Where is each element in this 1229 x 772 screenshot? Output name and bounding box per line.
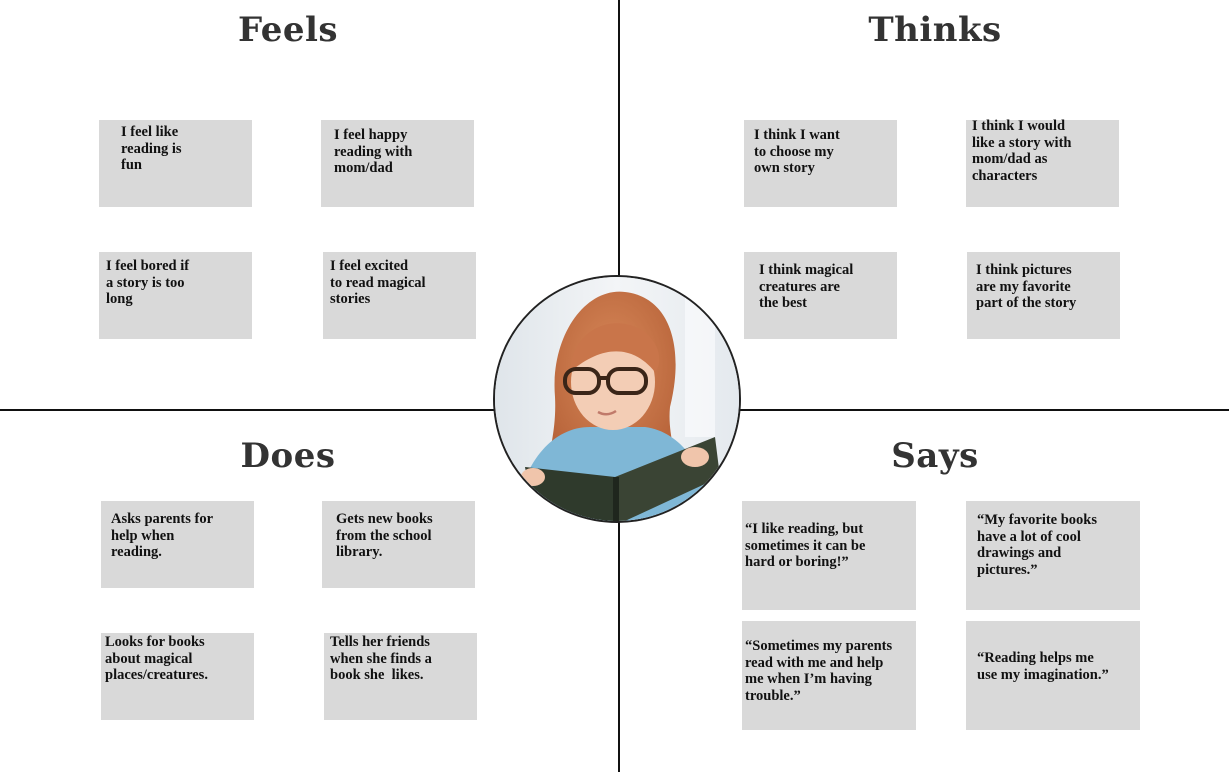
- thinks-note-4: I think pictures are my favorite part of…: [967, 252, 1120, 339]
- feels-note-4: I feel excited to read magical stories: [323, 252, 476, 339]
- note-text: Gets new books from the school library.: [336, 511, 433, 560]
- note-text: I think I want to choose my own story: [754, 127, 840, 176]
- note-text: Looks for books about magical places/cre…: [105, 634, 208, 683]
- note-text: Asks parents for help when reading.: [111, 511, 214, 560]
- feels-note-3: I feel bored if a story is too long: [99, 252, 252, 339]
- says-note-3: “Sometimes my parents read with me and h…: [742, 621, 916, 730]
- says-note-2: “My favorite books have a lot of cool dr…: [966, 501, 1140, 610]
- note-text: “Sometimes my parents read with me and h…: [745, 638, 893, 704]
- does-note-4: Tells her friends when she finds a book …: [324, 633, 477, 720]
- feels-note-2: I feel happy reading with mom/dad: [321, 120, 474, 207]
- note-text: I think I would like a story with mom/da…: [972, 118, 1072, 184]
- does-heading: Does: [240, 436, 336, 476]
- persona-photo: [493, 275, 741, 523]
- says-note-1: “I like reading, but sometimes it can be…: [742, 501, 916, 610]
- note-text: I feel bored if a story is too long: [106, 258, 190, 307]
- note-text: Tells her friends when she finds a book …: [330, 634, 432, 683]
- thinks-heading: Thinks: [868, 10, 1002, 50]
- thinks-note-3: I think magical creatures are the best: [744, 252, 897, 339]
- says-heading: Says: [891, 436, 979, 476]
- note-text: “I like reading, but sometimes it can be…: [745, 521, 866, 570]
- thinks-note-2: I think I would like a story with mom/da…: [966, 118, 1119, 207]
- does-note-1: Asks parents for help when reading.: [101, 501, 254, 588]
- note-text: I feel excited to read magical stories: [330, 258, 426, 307]
- feels-heading: Feels: [237, 10, 339, 50]
- note-text: I feel happy reading with mom/dad: [334, 127, 413, 176]
- note-text: “My favorite books have a lot of cool dr…: [977, 512, 1098, 578]
- girl-reading-illustration: [495, 277, 739, 521]
- does-note-2: Gets new books from the school library.: [322, 501, 475, 588]
- note-text: “Reading helps me use my imagination.”: [977, 650, 1109, 683]
- says-note-4: “Reading helps me use my imagination.”: [966, 621, 1140, 730]
- note-text: I think magical creatures are the best: [759, 262, 854, 311]
- note-text: I think pictures are my favorite part of…: [976, 262, 1077, 311]
- thinks-note-1: I think I want to choose my own story: [744, 120, 897, 207]
- feels-note-1: I feel like reading is fun: [99, 120, 252, 207]
- note-text: I feel like reading is fun: [121, 124, 182, 173]
- does-note-3: Looks for books about magical places/cre…: [101, 633, 254, 720]
